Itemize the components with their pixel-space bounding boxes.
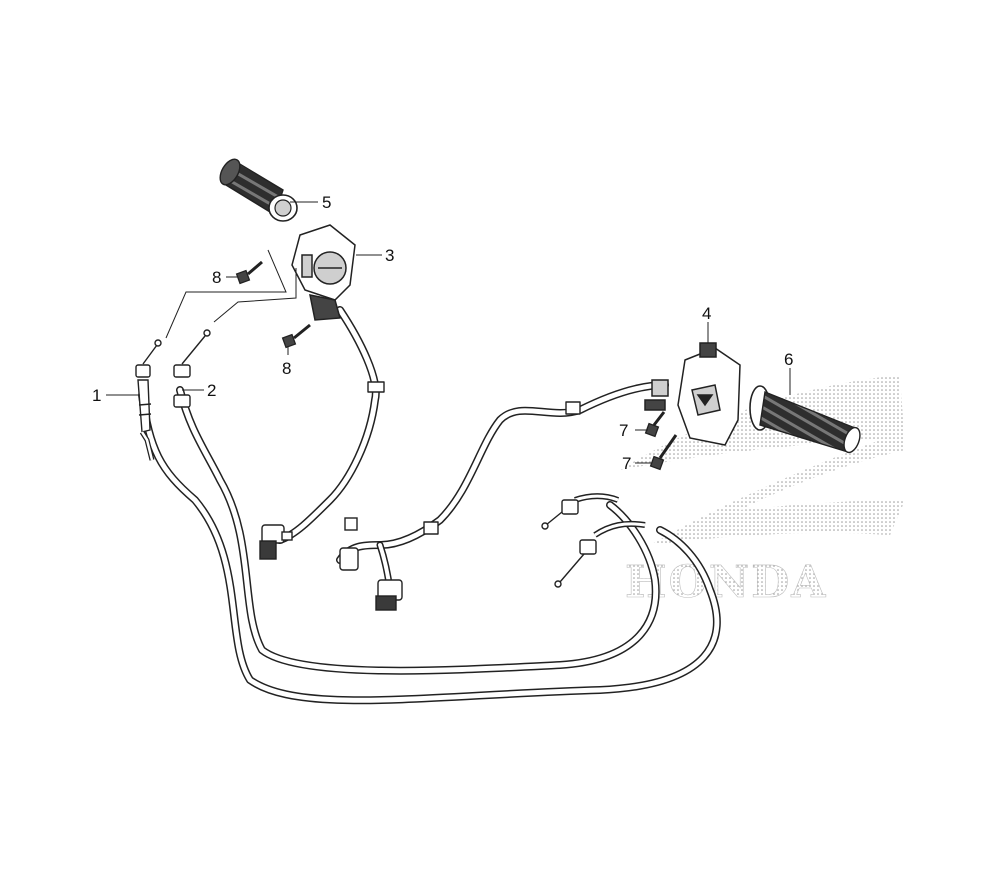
left-connector [259, 524, 293, 560]
leader-lines [106, 201, 791, 464]
right-handlebar-switch [644, 342, 741, 446]
callout-5: 5 [322, 193, 331, 212]
callout-6: 6 [784, 350, 793, 369]
callout-4: 4 [702, 304, 711, 323]
cable-1-end [135, 339, 162, 461]
right-switch-bolt-lower [649, 434, 678, 471]
right-connectors [339, 517, 403, 611]
callout-7-upper: 7 [619, 421, 628, 440]
callout-8-lower: 8 [282, 359, 291, 378]
cable-2-end [173, 329, 211, 408]
right-switch-bolt-upper [644, 411, 666, 438]
callout-1: 1 [92, 386, 101, 405]
throttle-cable-2 [176, 386, 660, 675]
throttle-cable-1 [138, 391, 721, 705]
left-switch-bolt-upper [235, 260, 263, 285]
left-switch-harness [276, 306, 385, 544]
callout-7-lower: 7 [622, 454, 631, 473]
callout-8-upper: 8 [212, 268, 221, 287]
callouts: 1 2 3 4 5 6 7 7 8 8 [92, 193, 793, 473]
right-grip [749, 385, 861, 454]
wing-icon [620, 375, 905, 545]
callout-2: 2 [207, 381, 216, 400]
cable-lower-ends [541, 493, 646, 588]
left-grip [219, 158, 298, 222]
left-switch-bolt-lower [281, 323, 311, 349]
left-handlebar-switch [291, 224, 356, 321]
right-switch-harness [336, 381, 669, 594]
callout-3: 3 [385, 246, 394, 265]
